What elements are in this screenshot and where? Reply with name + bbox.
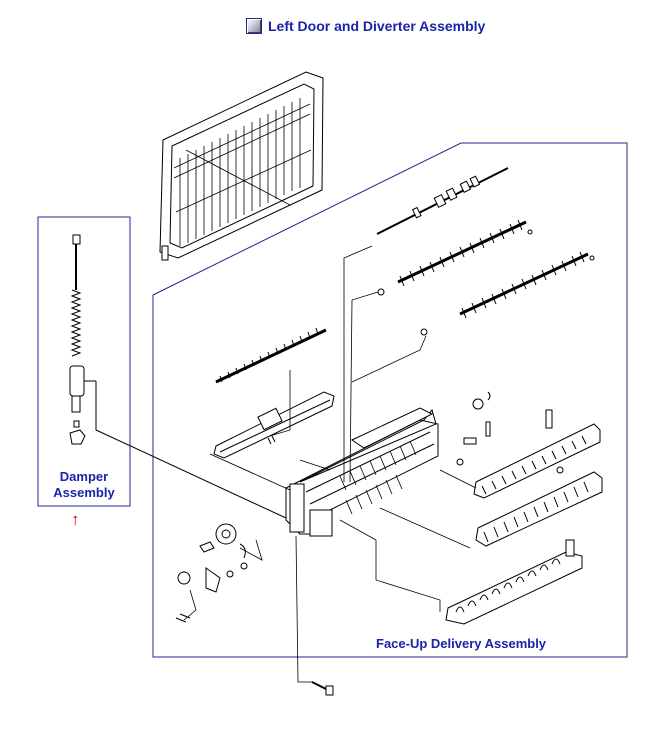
frame-ribs	[339, 440, 417, 515]
star-wheel-shaft-lower[interactable]	[420, 251, 595, 336]
face-up-cover-upper[interactable]	[473, 409, 601, 499]
damper-parts[interactable]	[69, 234, 86, 445]
damper-label-line2: Assembly	[53, 485, 115, 500]
star-wheel-shaft-upper[interactable]	[377, 219, 533, 296]
gear-lever-parts[interactable]	[175, 523, 248, 623]
face-up-cover-middle[interactable]	[475, 466, 603, 547]
diagram-title-link[interactable]: Left Door and Diverter Assembly	[246, 16, 485, 36]
face-up-delivery-assembly-link[interactable]: Face-Up Delivery Assembly	[376, 636, 547, 651]
small-parts[interactable]	[456, 391, 491, 466]
square-button-icon[interactable]	[246, 18, 262, 34]
face-up-delivery-frame[interactable]	[152, 142, 628, 658]
damper-leader-line-2	[95, 381, 287, 519]
page-title: Left Door and Diverter Assembly	[268, 18, 486, 34]
diverter-guide-part[interactable]	[213, 327, 335, 459]
damper-label-line1: Damper	[59, 469, 109, 484]
screw-part[interactable]	[311, 681, 334, 696]
damper-assembly-frame[interactable]	[37, 216, 131, 507]
face-up-tray[interactable]	[445, 539, 583, 625]
main-frame-part[interactable]	[285, 407, 439, 537]
damper-assembly-link[interactable]: Damper Assembly	[40, 469, 128, 501]
leader-lines	[183, 245, 477, 683]
left-door-part[interactable]	[159, 71, 324, 261]
up-arrow-icon: ↑	[71, 510, 80, 529]
door-ribs	[173, 98, 312, 246]
roller-shaft-part[interactable]	[376, 167, 509, 235]
